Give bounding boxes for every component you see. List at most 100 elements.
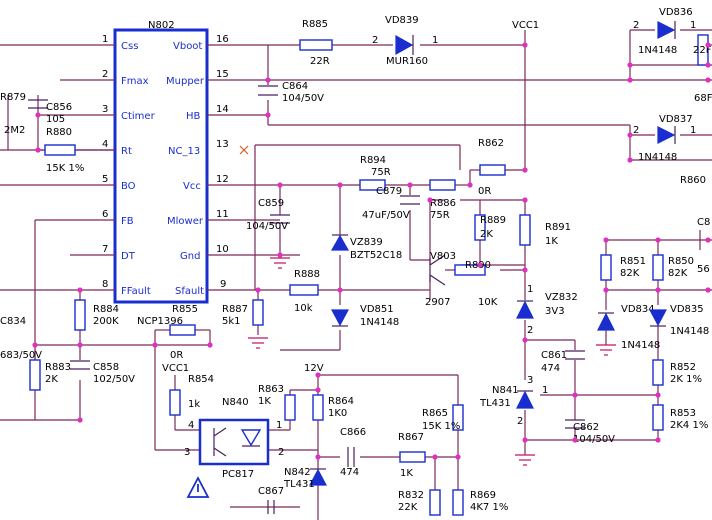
vd835-diode-icon	[649, 309, 667, 327]
vz832-pin1: 1	[527, 284, 533, 295]
r894-value: 75R	[371, 167, 391, 178]
c862-ref: C862	[573, 422, 599, 433]
r889-value: 2K	[480, 229, 493, 240]
r-68f-label: 68F	[694, 93, 712, 104]
pc817-value: PC817	[222, 469, 254, 480]
r894-resistor	[359, 179, 386, 191]
r880-value: 15K 1%	[46, 163, 84, 174]
r852-value: 2K 1%	[670, 374, 702, 385]
nc-x-icon-b	[239, 145, 249, 155]
c866-value: 474	[340, 467, 359, 478]
r853-resistor	[652, 404, 664, 431]
n841-pin1: 1	[542, 385, 548, 396]
ic-pin-name-vboot: Vboot	[173, 41, 202, 52]
c864-ref: C864	[282, 81, 308, 92]
r889-resistor	[474, 214, 486, 241]
r865-value: 15K 1%	[422, 421, 460, 432]
r891-value: 1K	[545, 236, 558, 247]
vd851-value: 1N4148	[360, 317, 399, 328]
r862-ref: R862	[478, 138, 504, 149]
ic-pin-num-9: 9	[220, 279, 226, 290]
vz839-zener-icon	[330, 234, 350, 251]
n841-tl431-icon	[516, 390, 534, 409]
r853-ref: R853	[670, 408, 696, 419]
vd837-pin1: 1	[690, 125, 696, 136]
r867-value: 1K	[400, 468, 413, 479]
vd837-pin2: 2	[633, 125, 639, 136]
vz839-value: BZT52C18	[350, 250, 402, 261]
pc817-collector	[213, 427, 227, 437]
r879-value: 2M2	[4, 125, 25, 136]
r894-ref: R894	[360, 155, 386, 166]
r852-resistor	[652, 359, 664, 386]
ic-pin-name-mlower: Mlower	[167, 216, 204, 227]
r869-resistor	[452, 489, 464, 516]
net-vcc1-bottom: VCC1	[162, 363, 189, 374]
vd839-diode-icon	[395, 34, 414, 56]
r851-value: 82K	[620, 268, 640, 279]
r832-value: 22K	[398, 502, 418, 513]
r863-resistor	[284, 394, 296, 421]
ic-pin-num-16: 16	[216, 34, 229, 45]
vd836-diode-icon	[657, 21, 676, 39]
r851-resistor	[600, 254, 612, 281]
n842-value: TL431	[283, 479, 315, 490]
ic-pin-num-4: 4	[102, 139, 108, 150]
r879-ref: R879	[0, 92, 26, 103]
ic-pin-num-5: 5	[102, 174, 108, 185]
r853-value: 2K4 1%	[670, 420, 708, 431]
ic-pin-num-3: 3	[102, 104, 108, 115]
wires-r855	[154, 329, 211, 450]
r862-resistor	[479, 164, 506, 176]
r880-resistor	[44, 144, 76, 156]
r883-value: 2K	[45, 374, 58, 385]
r-22f-label: 22F	[693, 45, 712, 56]
r855-ref: R855	[172, 304, 198, 315]
ic-pin-num-12: 12	[216, 174, 229, 185]
r851-ref: R851	[620, 256, 646, 267]
vd835-value: 1N4148	[670, 326, 709, 337]
v803-collector	[429, 254, 446, 266]
r867-ref: R867	[398, 432, 424, 443]
c862-value: 104/50V	[573, 434, 615, 445]
vd839-pin1: 1	[432, 35, 438, 46]
n841-pin3: 3	[527, 375, 533, 386]
c856-ref: C856	[46, 102, 72, 113]
net-vcc1-top: VCC1	[512, 20, 539, 31]
vd834-value: 1N4148	[621, 340, 660, 351]
ground-icon-vd834	[596, 344, 616, 356]
r891-ref: R891	[545, 222, 571, 233]
r855-resistor	[169, 324, 196, 336]
ground-icon-r887	[248, 337, 268, 349]
net-12v: 12V	[304, 363, 324, 374]
vd836-value: 1N4148	[638, 45, 677, 56]
r887-value: 5k1	[222, 316, 241, 327]
c859-value: 104/50V	[246, 221, 288, 232]
n842-tl431-icon	[309, 468, 327, 486]
ground-icon-n841	[515, 454, 535, 466]
ic-n802-body	[113, 28, 209, 304]
vd836-pin2: 2	[633, 20, 639, 31]
pc817-pin4: 4	[188, 420, 194, 431]
ic-pin-num-10: 10	[216, 244, 229, 255]
r865-ref: R865	[422, 408, 448, 419]
r850-ref: R850	[668, 256, 694, 267]
r886-ref: R886	[430, 198, 456, 209]
r885-ref: R885	[302, 19, 328, 30]
pc817-pin2: 2	[278, 447, 284, 458]
r864-ref: R864	[328, 396, 354, 407]
vz832-value: 3V3	[545, 306, 565, 317]
ic-pin-num-6: 6	[102, 209, 108, 220]
r864-resistor	[312, 394, 324, 421]
r885-value: 22R	[310, 56, 330, 67]
ic-pin-name-ffault: FFault	[121, 286, 151, 297]
r884-resistor	[74, 299, 86, 331]
r883-ref: R883	[45, 362, 71, 373]
r832-resistor	[429, 489, 441, 516]
r865-resistor	[452, 404, 464, 431]
r890-value: 10K	[478, 297, 498, 308]
r888-ref: R888	[294, 269, 320, 280]
ic-pin-name-fb: FB	[121, 216, 134, 227]
r884-value: 200K	[93, 316, 119, 327]
ic-pin-name-hb: HB	[186, 111, 201, 122]
